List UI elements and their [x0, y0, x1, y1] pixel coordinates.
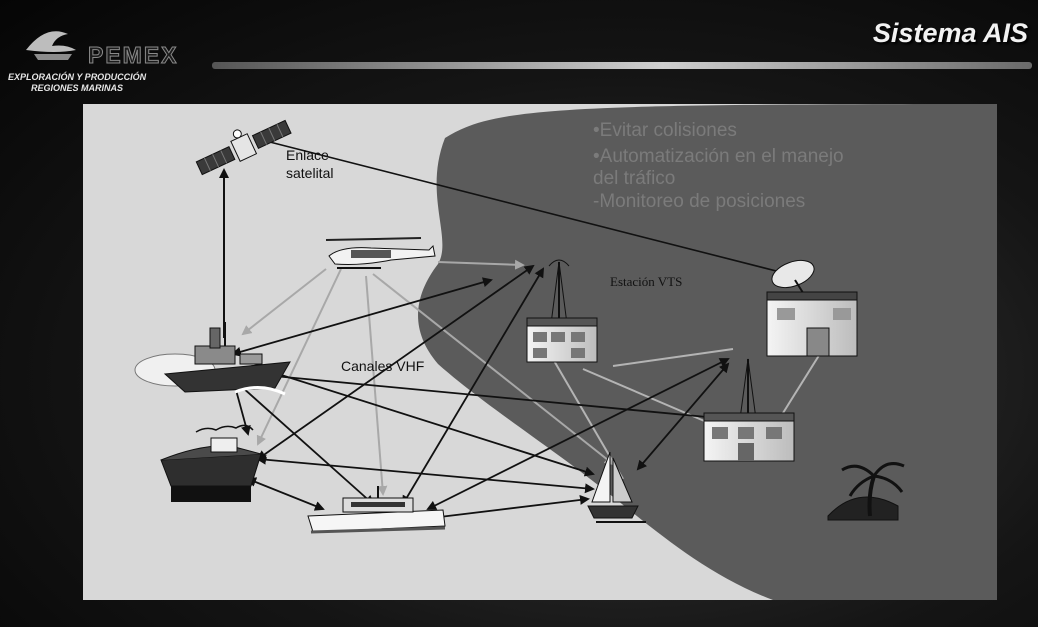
vts-station-building-icon: [526, 259, 598, 363]
satellite-label-2: satelital: [286, 165, 333, 181]
logo-subtitle-1: EXPLORACIÓN Y PRODUCCIÓN: [8, 72, 147, 82]
warship-icon: [134, 322, 291, 396]
yacht-icon: [307, 486, 446, 534]
satellite-icon: [195, 119, 292, 176]
satellite-label-1: Enlace: [286, 147, 329, 163]
bullet-1: •Evitar colisiones: [593, 120, 737, 141]
logo-subtitle-2: REGIONES MARINAS: [31, 83, 124, 93]
bullet-2: •Automatización en el manejo: [593, 146, 844, 167]
vts-station-label: Estación VTS: [610, 274, 682, 289]
logo-wordmark: PEMEX: [88, 42, 179, 69]
ais-diagram: •Evitar colisiones •Automatización en el…: [83, 104, 997, 600]
sailboat-icon: [587, 451, 646, 523]
helicopter-icon: [325, 237, 436, 269]
satellite-link-line: [257, 138, 789, 275]
bullet-3: del tráfico: [593, 168, 675, 189]
vhf-channels-label: Canales VHF: [341, 358, 424, 374]
cargo-ship-icon: [160, 424, 262, 502]
palm-island-icon: [827, 462, 905, 521]
shore-building-icon: [703, 358, 795, 462]
bullet-4: -Monitoreo de posiciones: [593, 191, 805, 212]
radar-building-icon: [766, 259, 858, 357]
vhf-links: [230, 264, 730, 524]
slide-title: Sistema AIS: [872, 18, 1028, 48]
pemex-eagle-icon: [26, 31, 76, 60]
header-rule: [212, 62, 1032, 69]
pemex-logo: PEMEX EXPLORACIÓN Y PRODUCCIÓN REGIONES …: [8, 20, 208, 100]
